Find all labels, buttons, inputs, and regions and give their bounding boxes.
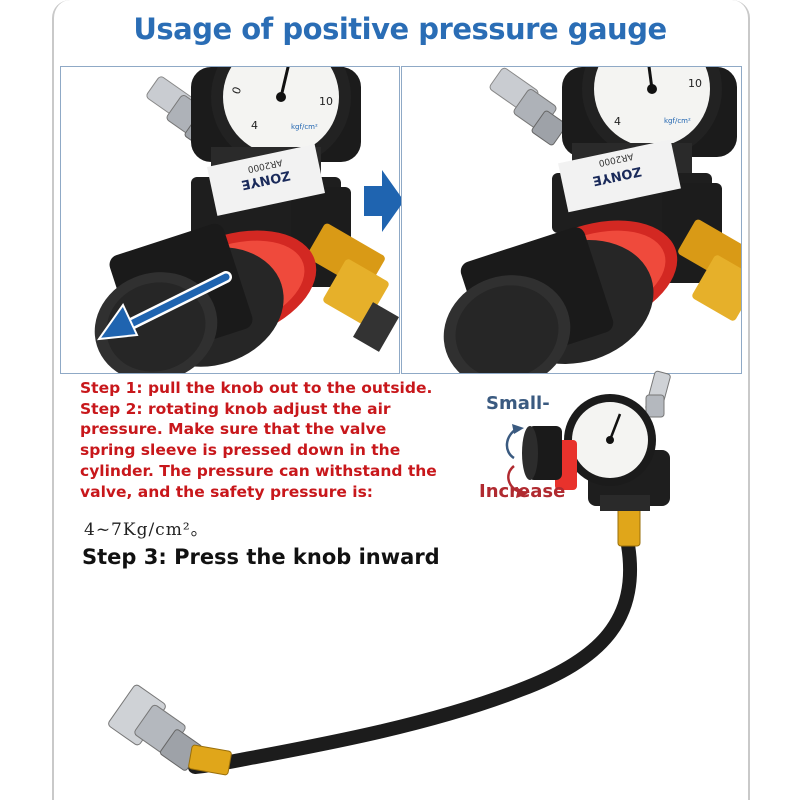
step-line: Step 2: rotating knob adjust the air: [80, 399, 391, 418]
page-title: Usage of positive pressure gauge: [133, 12, 667, 46]
gauge-tick-label: 10: [688, 77, 702, 90]
safety-pressure-value: 4~7Kg/cm²。: [84, 520, 209, 540]
gauge-tick-label: 4: [251, 119, 258, 132]
panel-step-result: 4 10 kgf/cm² ZONYE AR2000: [401, 66, 742, 374]
label-small: Small-: [486, 393, 550, 414]
panel-step-pull: 0 4 10 kgf/cm² ZONYE AR2000: [60, 66, 400, 374]
quick-coupler-icon: [489, 67, 567, 146]
step-instructions: Step 1: pull the knob out to the outside…: [80, 378, 450, 502]
step-3-text: Step 3: Press the knob inward: [82, 545, 440, 569]
step-line: valve, and the safety pressure is:: [80, 482, 373, 501]
regulator-illustration-pull: 0 4 10 kgf/cm² ZONYE AR2000: [61, 67, 399, 373]
pressure-gauge-icon: 4 10 kgf/cm²: [562, 67, 737, 159]
gauge-unit: kgf/cm²: [291, 123, 318, 131]
adjust-knob-icon: [94, 223, 284, 373]
adjust-knob-icon: [443, 227, 654, 373]
brand-label: ZONYE AR2000: [207, 144, 325, 216]
step-line: Step 1: pull the knob out to the outside…: [80, 379, 433, 397]
pull-arrow-icon: [96, 271, 232, 341]
brass-fitting-icon: [678, 219, 741, 321]
gauge-tick-label: 10: [319, 95, 333, 108]
next-step-arrow-icon: [364, 170, 404, 232]
gauge-tick-label: 4: [614, 115, 621, 128]
step-line: cylinder. The pressure can withstand the: [80, 461, 437, 480]
brass-fitting-icon: [307, 223, 399, 352]
step-line: spring sleeve is pressed down in the: [80, 441, 401, 460]
step-line: pressure. Make sure that the valve: [80, 420, 387, 439]
label-increase: Increase: [479, 481, 566, 502]
regulator-illustration-result: 4 10 kgf/cm² ZONYE AR2000: [402, 67, 741, 373]
brand-label: ZONYE AR2000: [558, 139, 681, 213]
gauge-tick-label: 0: [230, 85, 245, 96]
pressure-gauge-icon: 0 4 10 kgf/cm²: [191, 67, 361, 167]
gauge-unit: kgf/cm²: [664, 117, 691, 125]
page-frame: [52, 0, 750, 800]
